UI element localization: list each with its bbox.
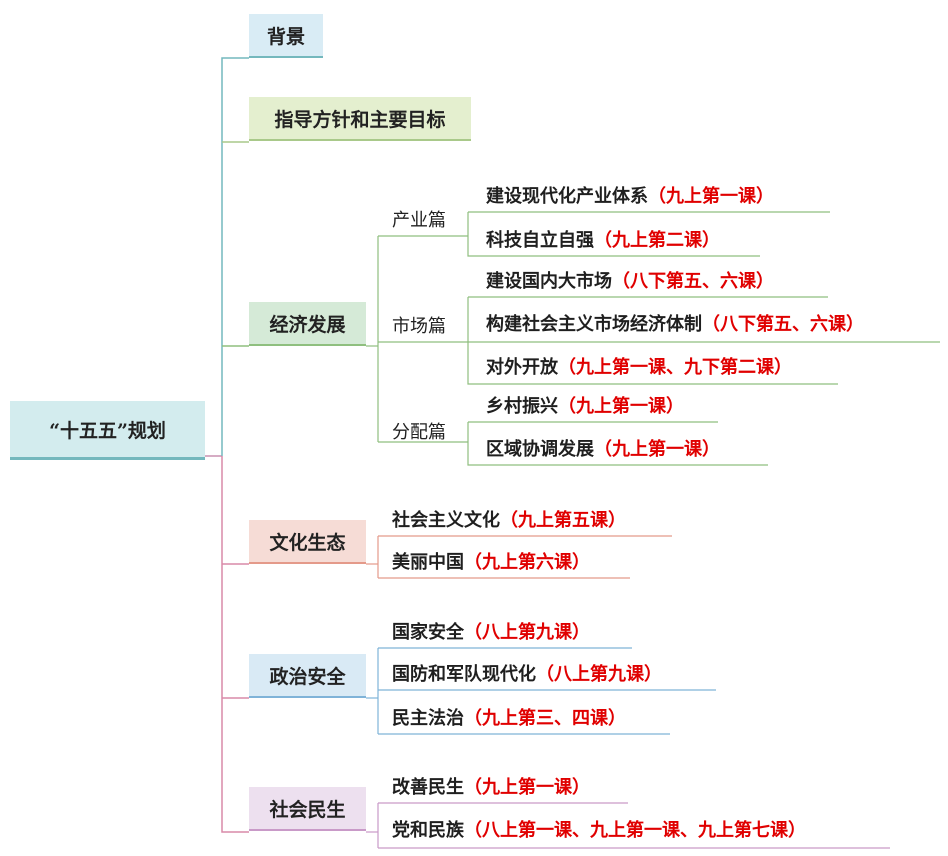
root-node[interactable]: “十五五”规划: [10, 401, 205, 460]
section-society[interactable]: 社会民生: [249, 787, 366, 831]
leaf-item[interactable]: 乡村振兴（九上第一课）: [486, 394, 684, 420]
section-guidelines[interactable]: 指导方针和主要目标: [249, 97, 471, 141]
leaf-text: 社会主义文化: [392, 510, 500, 531]
leaf-ref: （九上第一课）: [594, 439, 720, 460]
leaf-text: 民主法治: [392, 708, 464, 729]
section-background[interactable]: 背景: [249, 14, 323, 58]
leaf-ref: （八上第九课）: [536, 664, 662, 685]
leaf-ref: （九上第一课）: [648, 186, 774, 207]
group-market[interactable]: 市场篇: [392, 316, 446, 337]
leaf-text: 国防和军队现代化: [392, 664, 536, 685]
leaf-item[interactable]: 区域协调发展（九上第一课）: [486, 437, 720, 463]
leaf-text: 建设现代化产业体系: [486, 186, 648, 207]
leaf-item[interactable]: 建设现代化产业体系（九上第一课）: [486, 184, 774, 210]
leaf-ref: （九上第一课）: [464, 777, 590, 798]
leaf-item[interactable]: 建设国内大市场（八下第五、六课）: [486, 269, 774, 295]
group-industry[interactable]: 产业篇: [392, 210, 446, 231]
leaf-ref: （九上第三、四课）: [464, 708, 626, 729]
leaf-item[interactable]: 美丽中国（九上第六课）: [392, 550, 590, 576]
leaf-text: 科技自立自强: [486, 230, 594, 251]
leaf-item[interactable]: 国家安全（八上第九课）: [392, 620, 590, 646]
leaf-item[interactable]: 构建社会主义市场经济体制（八下第五、六课）: [486, 312, 864, 338]
leaf-item[interactable]: 国防和军队现代化（八上第九课）: [392, 662, 662, 688]
section-culture[interactable]: 文化生态: [249, 520, 366, 564]
leaf-text: 建设国内大市场: [486, 271, 612, 292]
leaf-text: 区域协调发展: [486, 439, 594, 460]
section-politics[interactable]: 政治安全: [249, 654, 366, 698]
leaf-text: 美丽中国: [392, 552, 464, 573]
leaf-ref: （九上第二课）: [594, 230, 720, 251]
leaf-text: 党和民族: [392, 820, 464, 841]
leaf-text: 对外开放: [486, 357, 558, 378]
leaf-ref: （八上第九课）: [464, 622, 590, 643]
leaf-ref: （九上第五课）: [500, 510, 626, 531]
leaf-ref: （八下第五、六课）: [612, 271, 774, 292]
leaf-item[interactable]: 科技自立自强（九上第二课）: [486, 228, 720, 254]
leaf-item[interactable]: 民主法治（九上第三、四课）: [392, 706, 626, 732]
leaf-text: 国家安全: [392, 622, 464, 643]
leaf-item[interactable]: 党和民族（八上第一课、九上第一课、九上第七课）: [392, 818, 806, 844]
group-distribution[interactable]: 分配篇: [392, 422, 446, 443]
leaf-ref: （九上第一课、九下第二课）: [558, 357, 792, 378]
leaf-ref: （九上第六课）: [464, 552, 590, 573]
leaf-text: 构建社会主义市场经济体制: [486, 314, 702, 335]
leaf-item[interactable]: 改善民生（九上第一课）: [392, 775, 590, 801]
leaf-item[interactable]: 社会主义文化（九上第五课）: [392, 508, 626, 534]
leaf-text: 改善民生: [392, 777, 464, 798]
section-economy[interactable]: 经济发展: [249, 302, 366, 346]
leaf-ref: （八上第一课、九上第一课、九上第七课）: [464, 820, 806, 841]
leaf-ref: （八下第五、六课）: [702, 314, 864, 335]
leaf-item[interactable]: 对外开放（九上第一课、九下第二课）: [486, 355, 792, 381]
leaf-text: 乡村振兴: [486, 396, 558, 417]
leaf-ref: （九上第一课）: [558, 396, 684, 417]
